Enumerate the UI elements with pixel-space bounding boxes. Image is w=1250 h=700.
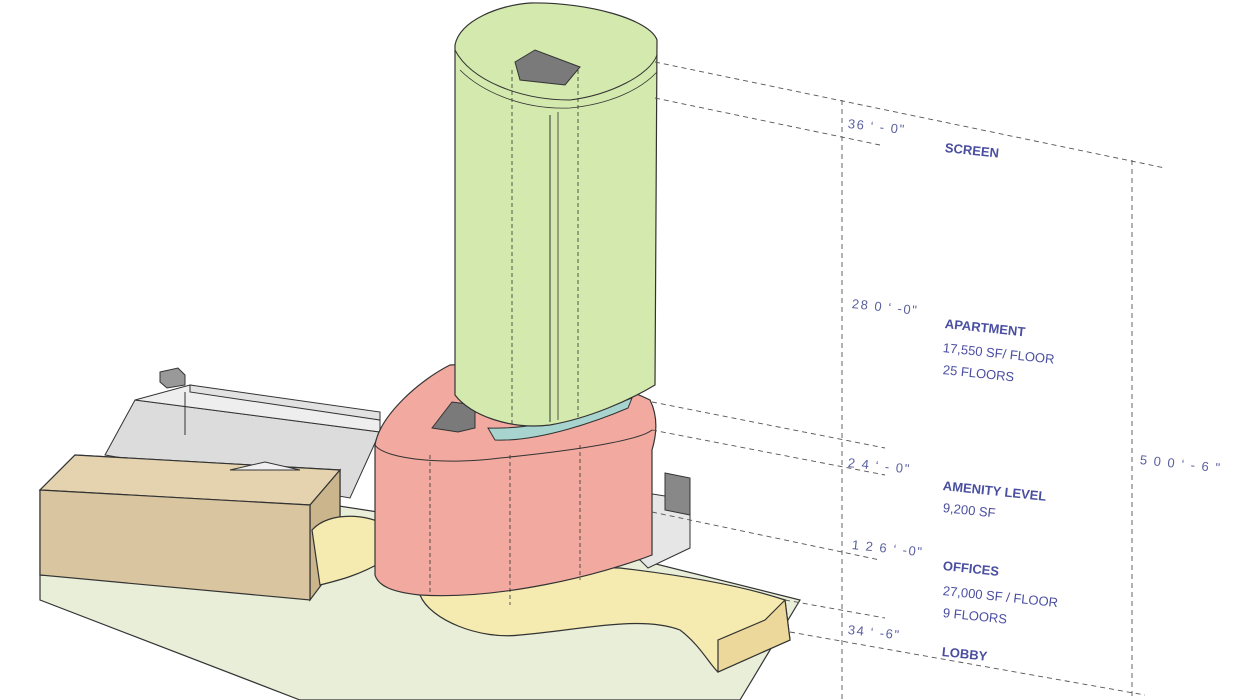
neighbor-block (38, 454, 342, 602)
dimension-lines (651, 61, 1166, 700)
lobby-plaza (311, 515, 791, 673)
screen-tower (454, 2, 658, 428)
